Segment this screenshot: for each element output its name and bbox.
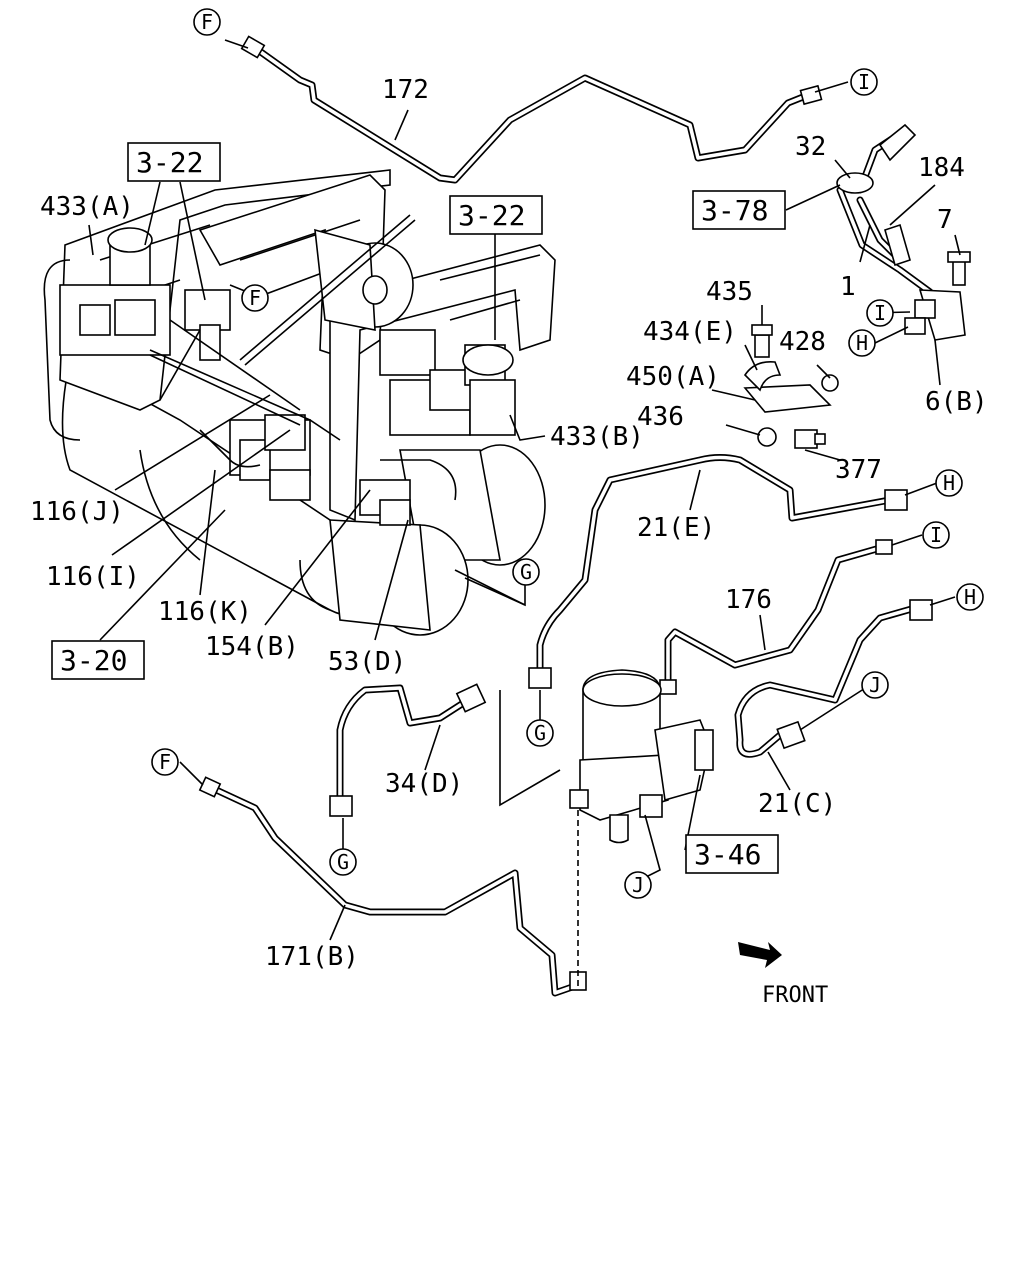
pipe-171b xyxy=(198,776,587,997)
ref-box-3-46 xyxy=(685,834,779,874)
label-154b: 154(B) xyxy=(205,632,299,662)
connector-h-21e: H xyxy=(943,471,955,495)
part-labels: 172 433(A) 32 184 7 1 435 434(E) 428 450… xyxy=(30,75,988,1008)
label-21c: 21(C) xyxy=(758,789,836,819)
valve-6b-assembly xyxy=(836,123,971,341)
connector-i-176: I xyxy=(930,523,942,547)
air-dryer xyxy=(499,669,714,990)
label-1: 1 xyxy=(840,272,856,302)
ref-box-3-22-right xyxy=(449,195,543,235)
connector-h-21c: H xyxy=(964,585,976,609)
ref-3-20: 3-20 xyxy=(60,644,127,677)
ref-3-46: 3-46 xyxy=(694,838,761,871)
ref-3-78: 3-78 xyxy=(701,194,768,227)
label-32: 32 xyxy=(795,132,826,162)
connector-f-top: F xyxy=(201,10,213,34)
label-116i: 116(I) xyxy=(46,562,140,592)
label-116k: 116(K) xyxy=(158,597,252,627)
ref-3-22-right: 3-22 xyxy=(458,199,525,232)
label-184: 184 xyxy=(918,153,965,183)
label-171b: 171(B) xyxy=(265,942,359,972)
pipe-176 xyxy=(659,539,893,695)
label-450a: 450(A) xyxy=(626,362,720,392)
label-434e: 434(E) xyxy=(643,317,737,347)
label-377: 377 xyxy=(835,455,882,485)
connector-g-21e: G xyxy=(534,721,546,745)
connector-i-top: I xyxy=(858,70,870,94)
label-436: 436 xyxy=(637,402,684,432)
ref-3-22-left: 3-22 xyxy=(136,146,203,179)
pipe-21e xyxy=(528,454,908,689)
label-7: 7 xyxy=(937,205,953,235)
bracket-450a xyxy=(743,324,839,449)
connector-j-21c: J xyxy=(869,673,881,697)
front-arrow-icon xyxy=(738,942,782,968)
label-176: 176 xyxy=(725,585,772,615)
connector-callouts: F I F I H H I H G J G F G J xyxy=(151,8,984,899)
label-172: 172 xyxy=(382,75,429,105)
label-433b: 433(B) xyxy=(550,422,644,452)
label-116j: 116(J) xyxy=(30,497,124,527)
connector-f-171b: F xyxy=(159,750,171,774)
connector-g-34d: G xyxy=(337,850,349,874)
ref-box-3-78 xyxy=(692,190,786,230)
label-53d: 53(D) xyxy=(328,647,406,677)
label-34d: 34(D) xyxy=(385,769,463,799)
ref-box-3-20 xyxy=(51,640,145,680)
connector-i-valve: I xyxy=(874,301,886,325)
label-435: 435 xyxy=(706,277,753,307)
connector-g-tank: G xyxy=(520,560,532,584)
ref-box-3-22-left xyxy=(127,142,221,182)
pipe-21c xyxy=(734,599,933,758)
label-433a: 433(A) xyxy=(40,192,134,222)
label-428: 428 xyxy=(779,327,826,357)
label-front: FRONT xyxy=(762,983,828,1008)
pipe-172 xyxy=(240,35,823,184)
connector-j-dryer: J xyxy=(632,873,644,897)
connector-f-engine: F xyxy=(249,286,261,310)
connector-h-valve: H xyxy=(856,331,868,355)
pipe-34d xyxy=(329,683,487,817)
leader-lines xyxy=(88,39,961,941)
label-21e: 21(E) xyxy=(637,513,715,543)
label-6b: 6(B) xyxy=(925,387,988,417)
reference-boxes: 3-22 3-22 3-78 3-20 3-46 xyxy=(51,142,786,874)
